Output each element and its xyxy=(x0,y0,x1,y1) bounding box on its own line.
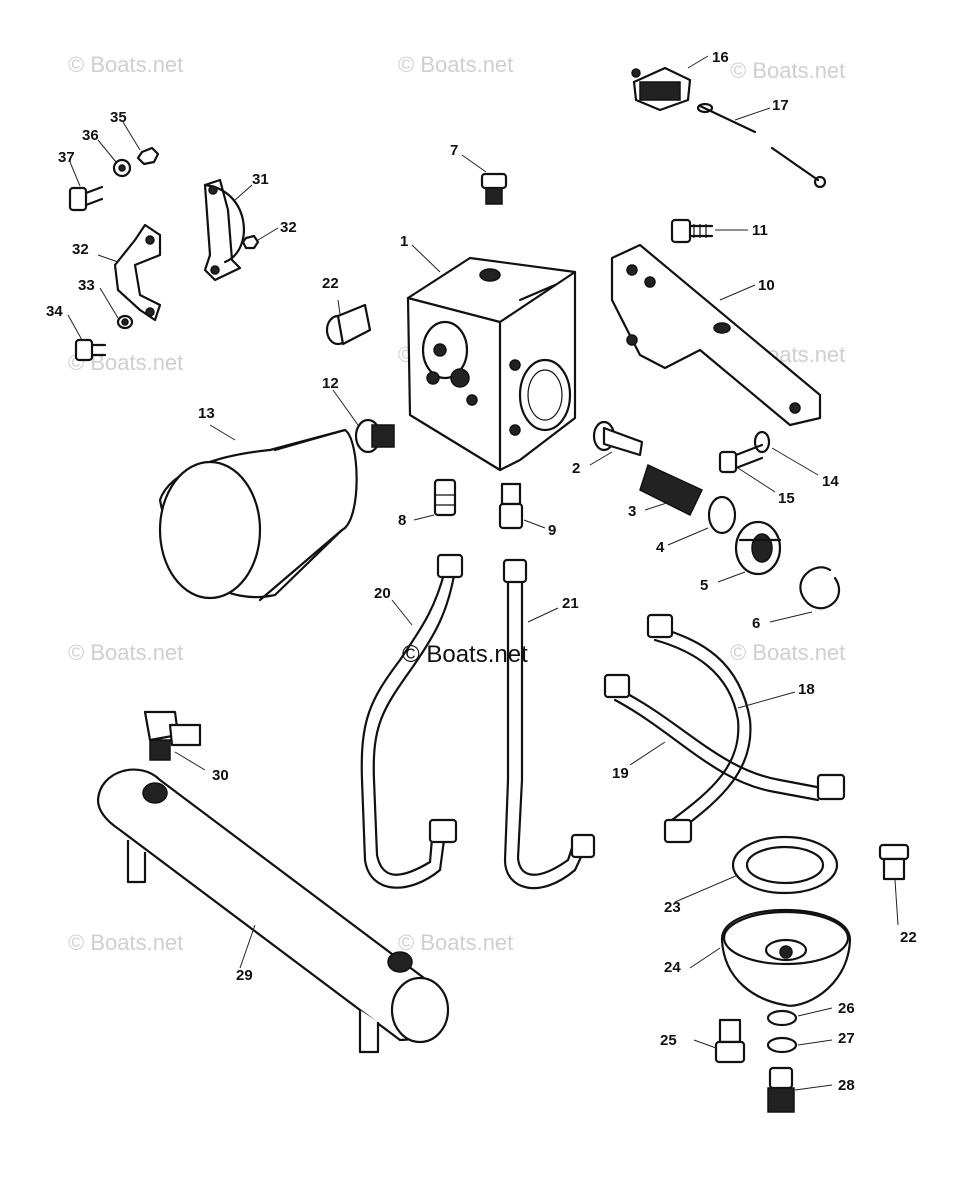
part-18-hose[interactable] xyxy=(646,613,752,844)
watermark-text: © Boats.net xyxy=(68,930,183,955)
callout-5[interactable]: 5 xyxy=(700,577,708,594)
callout-28[interactable]: 28 xyxy=(838,1077,855,1094)
callout-21[interactable]: 21 xyxy=(562,595,579,612)
part-24-adapter[interactable] xyxy=(720,909,852,1007)
callout-9[interactable]: 9 xyxy=(548,522,556,539)
watermark-text: © Boats.net xyxy=(68,52,183,77)
watermark-text: © Boats.net xyxy=(730,640,845,665)
watermark-text: © Boats.net xyxy=(398,52,513,77)
callout-34[interactable]: 34 xyxy=(46,303,63,320)
part-10-bracket[interactable] xyxy=(610,243,822,427)
callout-8[interactable]: 8 xyxy=(398,512,406,529)
part-35-nut[interactable] xyxy=(136,146,160,166)
callout-15[interactable]: 15 xyxy=(778,490,795,507)
part-8-fitting[interactable] xyxy=(433,478,457,517)
part-15-screw[interactable] xyxy=(718,443,764,474)
part-34-screw[interactable] xyxy=(74,338,107,362)
callout-16[interactable]: 16 xyxy=(712,49,729,66)
callout-25[interactable]: 25 xyxy=(660,1032,677,1049)
part-33-nut[interactable] xyxy=(116,314,134,330)
callout-13[interactable]: 13 xyxy=(198,405,215,422)
part-27-oring[interactable] xyxy=(766,1036,798,1054)
callout-30[interactable]: 30 xyxy=(212,767,229,784)
callout-11[interactable]: 11 xyxy=(752,222,768,239)
part-29-exchanger[interactable] xyxy=(96,768,450,1054)
callout-27[interactable]: 27 xyxy=(838,1030,855,1047)
callout-12[interactable]: 12 xyxy=(322,375,339,392)
part-16-sender[interactable] xyxy=(631,66,692,112)
part-2-stem[interactable] xyxy=(592,420,644,457)
callout-1[interactable]: 1 xyxy=(400,233,408,250)
watermark-text: © Boats.net xyxy=(398,930,513,955)
callout-29[interactable]: 29 xyxy=(236,967,253,984)
part-7-plug[interactable] xyxy=(480,172,508,205)
part-13-filter[interactable] xyxy=(158,428,358,602)
callout-6[interactable]: 6 xyxy=(752,615,760,632)
part-32-clamp[interactable] xyxy=(113,223,162,322)
callout-33[interactable]: 33 xyxy=(78,277,95,294)
part-17-wire[interactable] xyxy=(696,102,827,189)
callout-35[interactable]: 35 xyxy=(110,109,127,126)
part-25-fitting[interactable] xyxy=(714,1018,746,1064)
part-19-hose[interactable] xyxy=(603,673,846,802)
part-38-nut[interactable] xyxy=(241,234,260,250)
part-22-bushing-upper[interactable] xyxy=(325,303,372,346)
callout-2[interactable]: 2 xyxy=(572,460,580,477)
callout-19[interactable]: 19 xyxy=(612,765,629,782)
callout-22-upper[interactable]: 22 xyxy=(322,275,339,292)
callout-20[interactable]: 20 xyxy=(374,585,391,602)
callout-7[interactable]: 7 xyxy=(450,142,458,159)
part-21-hose[interactable] xyxy=(502,558,596,890)
watermark-text: © Boats.net xyxy=(68,640,183,665)
callout-32[interactable]: 32 xyxy=(280,219,297,236)
callout-14[interactable]: 14 xyxy=(822,473,839,490)
callout-32b[interactable]: 32 xyxy=(72,241,89,258)
part-36-washer[interactable] xyxy=(112,158,132,178)
part-26-oring[interactable] xyxy=(766,1009,798,1027)
part-31-clamp[interactable] xyxy=(203,178,246,282)
callout-23[interactable]: 23 xyxy=(664,899,681,916)
callout-22-lower[interactable]: 22 xyxy=(900,929,917,946)
part-28-nipple[interactable] xyxy=(767,1066,795,1113)
watermark-text: © Boats.net xyxy=(730,58,845,83)
callout-3[interactable]: 3 xyxy=(628,503,636,520)
part-6-snapring[interactable] xyxy=(799,566,841,610)
callout-10[interactable]: 10 xyxy=(758,277,775,294)
part-12-fitting[interactable] xyxy=(354,418,395,454)
callout-labels: 1 2 3 4 5 6 7 8 9 10 11 12 13 14 15 16 1… xyxy=(46,49,917,1094)
callout-18[interactable]: 18 xyxy=(798,681,815,698)
part-20-hose[interactable] xyxy=(360,553,464,889)
leader-lines xyxy=(67,55,899,1091)
callout-26[interactable]: 26 xyxy=(838,1000,855,1017)
part-23-seal[interactable] xyxy=(731,835,839,895)
callout-31[interactable]: 31 xyxy=(252,171,269,188)
part-22-bushing-lower[interactable] xyxy=(878,843,910,881)
part-9-fitting[interactable] xyxy=(498,482,524,530)
part-3-spring[interactable] xyxy=(639,463,704,517)
part-30-elbow[interactable] xyxy=(143,710,202,761)
callout-24[interactable]: 24 xyxy=(664,959,681,976)
part-11-screw[interactable] xyxy=(670,218,714,244)
callout-17[interactable]: 17 xyxy=(772,97,789,114)
part-37-screw[interactable] xyxy=(68,185,104,212)
part-1-housing[interactable] xyxy=(406,256,577,472)
part-4-oring[interactable] xyxy=(707,495,737,535)
part-14-washer[interactable] xyxy=(753,430,771,454)
callout-37[interactable]: 37 xyxy=(58,149,75,166)
callout-36[interactable]: 36 xyxy=(82,127,99,144)
part-5-thermostat[interactable] xyxy=(734,520,782,576)
callout-4[interactable]: 4 xyxy=(656,539,665,556)
